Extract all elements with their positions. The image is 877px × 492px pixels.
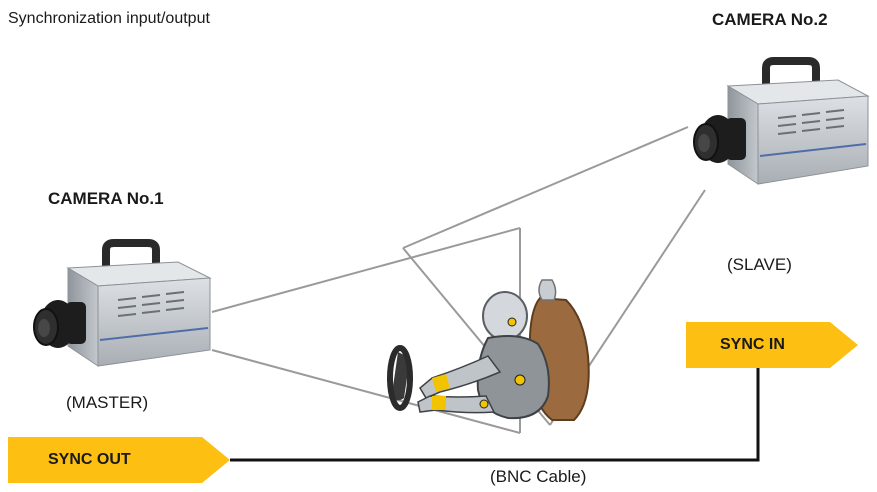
- sync-in-label: SYNC IN: [720, 336, 785, 353]
- cable-label: (BNC Cable): [490, 467, 587, 486]
- bnc-cable: [230, 368, 760, 462]
- camera-2-icon: [693, 57, 870, 185]
- page-title: Synchronization input/output: [8, 10, 210, 27]
- camera-1-role: (MASTER): [66, 393, 149, 412]
- camera-2-label: CAMERA No.2: [712, 10, 828, 29]
- sync-out-label: SYNC OUT: [48, 451, 131, 468]
- camera-1-icon: [33, 239, 212, 367]
- camera-1-label: CAMERA No.1: [48, 189, 164, 208]
- camera-2-role: (SLAVE): [727, 255, 792, 274]
- sync-out-arrow: [8, 437, 230, 483]
- crash-test-dummy-icon: [387, 279, 590, 421]
- sync-in-arrow: [686, 322, 858, 368]
